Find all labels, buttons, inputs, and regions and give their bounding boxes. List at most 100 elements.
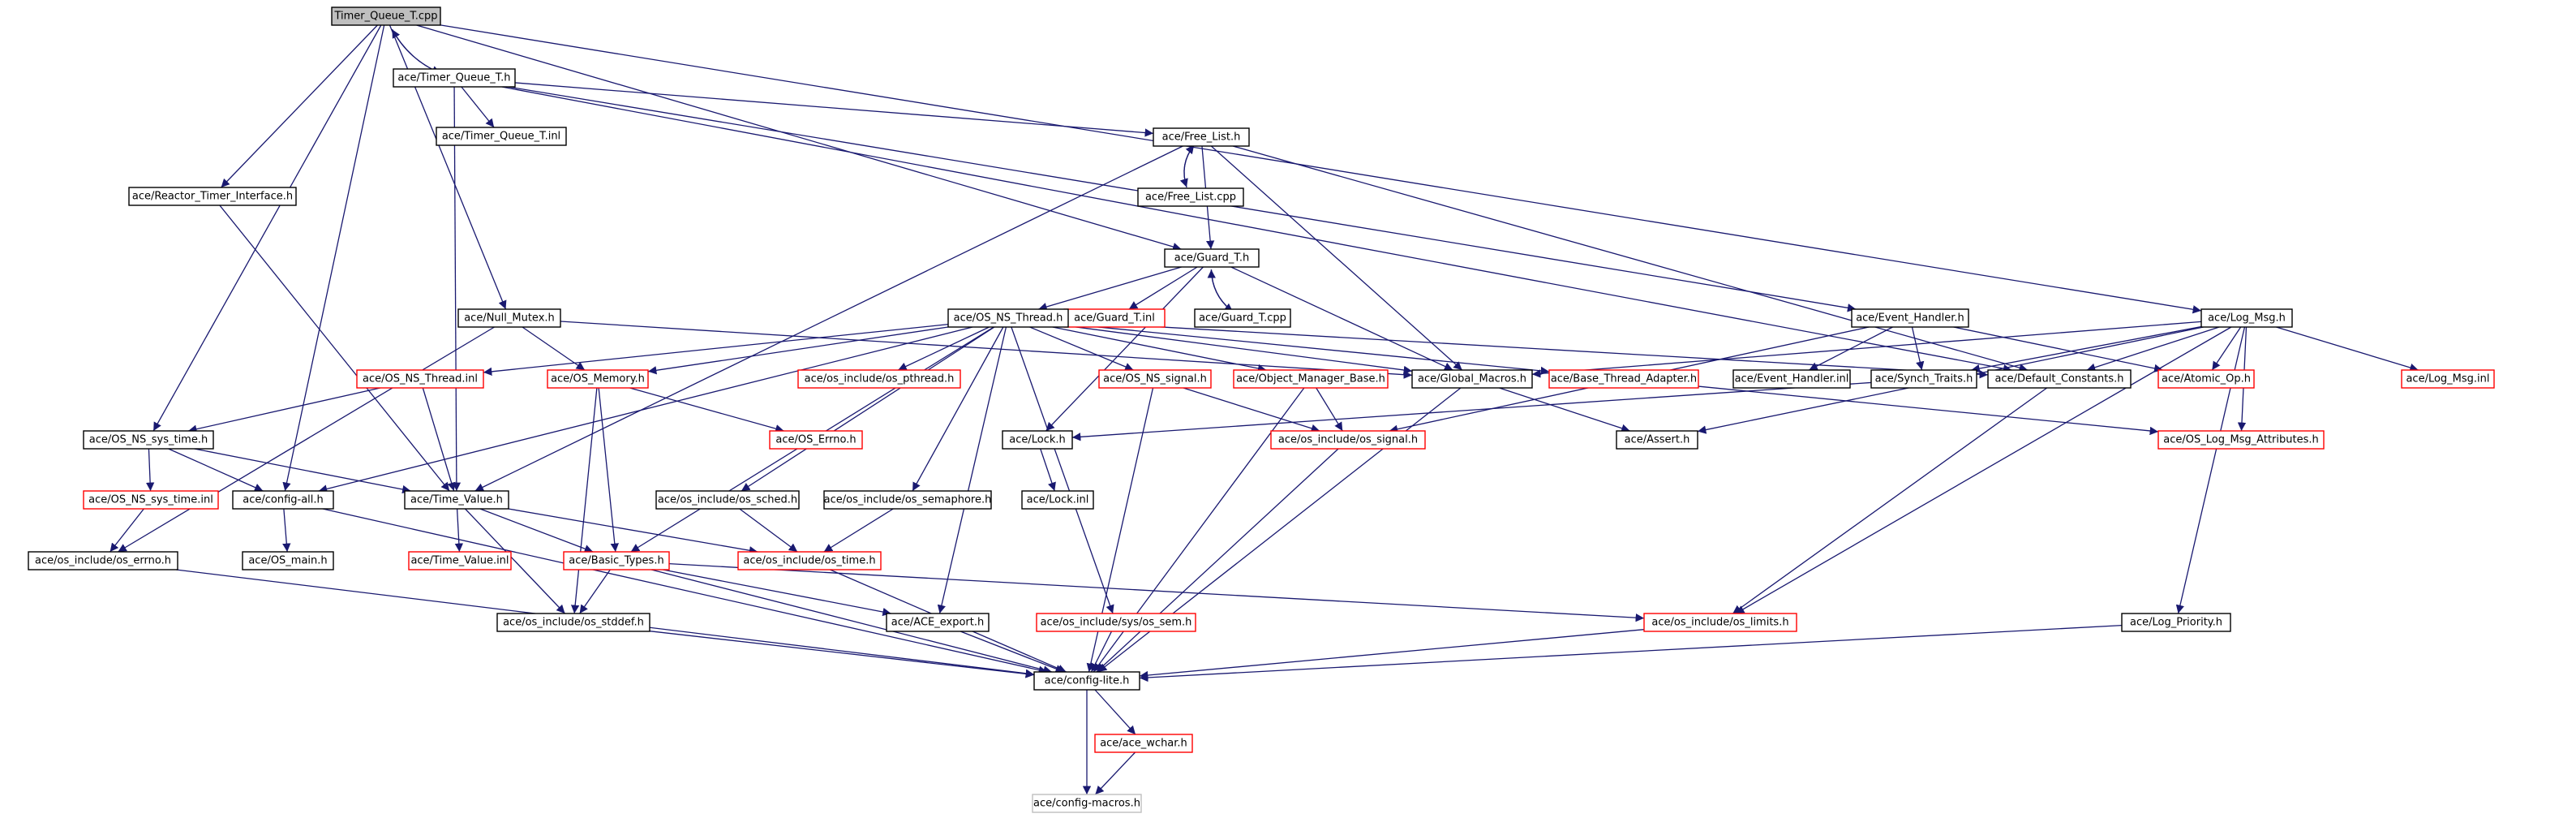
- node-osmain[interactable]: ace/OS_main.h: [242, 551, 334, 570]
- node-guardcpp[interactable]: ace/Guard_T.cpp: [1194, 308, 1291, 328]
- node-osnsthreadinl[interactable]: ace/OS_NS_Thread.inl: [356, 369, 484, 389]
- node-asserth[interactable]: ace/Assert.h: [1616, 430, 1698, 450]
- node-lockinl[interactable]: ace/Lock.inl: [1021, 490, 1094, 510]
- edge-root-to-tqh: [391, 28, 441, 74]
- edge-basictypes-to-oslimits: [668, 562, 1645, 622]
- node-globalmacros[interactable]: ace/Global_Macros.h: [1411, 369, 1533, 389]
- node-logmsg[interactable]: ace/Log_Msg.h: [2200, 308, 2293, 328]
- edge-osnssystime-to-configall: [168, 448, 264, 492]
- node-label: ace/Timer_Queue_T.inl: [442, 131, 560, 143]
- edge-logmsg-to-globalmacros: [1531, 321, 2202, 378]
- node-oserrnoh[interactable]: ace/os_include/os_errno.h: [28, 551, 178, 570]
- node-basictypes[interactable]: ace/Basic_Types.h: [563, 551, 670, 570]
- node-timevalue[interactable]: ace/Time_Value.h: [404, 490, 509, 510]
- node-ossignal[interactable]: ace/os_include/os_signal.h: [1270, 430, 1426, 450]
- node-label: ace/Event_Handler.h: [1856, 312, 1964, 325]
- edge-osnsthread-to-ossemaphore: [912, 326, 1004, 492]
- node-box: [737, 551, 882, 570]
- node-label: ace/Event_Handler.inl: [1735, 373, 1849, 385]
- edge-root-to-nullmutex: [389, 24, 507, 310]
- node-box: [1411, 369, 1533, 389]
- edge-guardh-to-guardcpp: [1210, 269, 1234, 312]
- node-lockh[interactable]: ace/Lock.h: [1002, 430, 1073, 450]
- edge-root-to-configall: [282, 24, 385, 492]
- node-aceexport[interactable]: ace/ACE_export.h: [886, 613, 990, 632]
- edge-bta-to-oslogmsgattr: [1698, 385, 2159, 436]
- node-label: ace/Time_Value.h: [410, 494, 503, 506]
- node-bta[interactable]: ace/Base_Thread_Adapter.h: [1548, 369, 1699, 389]
- node-syssem[interactable]: ace/os_include/sys/os_sem.h: [1036, 613, 1196, 632]
- node-osnsthread[interactable]: ace/OS_NS_Thread.h: [947, 308, 1069, 328]
- node-nullmutex[interactable]: ace/Null_Mutex.h: [457, 308, 561, 328]
- node-rti[interactable]: ace/Reactor_Timer_Interface.h: [128, 187, 297, 206]
- node-ossched[interactable]: ace/os_include/os_sched.h: [655, 490, 800, 510]
- node-oslimits[interactable]: ace/os_include/os_limits.h: [1643, 613, 1797, 632]
- node-guardinl[interactable]: ace/Guard_T.inl: [1063, 308, 1166, 328]
- node-box: [1732, 369, 1851, 389]
- node-box: [1987, 369, 2132, 389]
- node-flh[interactable]: ace/Free_List.h: [1153, 127, 1250, 147]
- node-box: [408, 551, 512, 570]
- node-acewchar[interactable]: ace/ace_wchar.h: [1094, 734, 1193, 753]
- node-label: ace/Assert.h: [1625, 434, 1690, 446]
- edge-nullmutex-to-globalmacros: [560, 321, 1413, 379]
- node-box: [1548, 369, 1699, 389]
- node-root[interactable]: Timer_Queue_T.cpp: [331, 6, 441, 26]
- node-evhinl[interactable]: ace/Event_Handler.inl: [1732, 369, 1851, 389]
- edge-defconst-to-oslimits: [1732, 387, 2048, 614]
- node-label: ace/OS_Errno.h: [775, 434, 856, 446]
- edge-tqh-to-timevalue: [452, 86, 462, 492]
- node-configlite[interactable]: ace/config-lite.h: [1033, 671, 1140, 691]
- node-label: ace/OS_main.h: [248, 555, 327, 567]
- node-synchtraits[interactable]: ace/Synch_Traits.h: [1870, 369, 1977, 389]
- edge-osnsthread-to-osnssignal: [1029, 326, 1134, 371]
- node-box: [331, 6, 441, 26]
- node-guardh[interactable]: ace/Guard_T.h: [1164, 248, 1260, 268]
- node-box: [28, 551, 178, 570]
- edge-logpriority-to-configlite: [1139, 624, 2123, 682]
- node-box: [1616, 430, 1698, 450]
- edge-osnsthread-to-pthread: [898, 326, 990, 371]
- node-box: [769, 430, 863, 450]
- node-logpriority[interactable]: ace/Log_Priority.h: [2121, 613, 2231, 632]
- node-flcpp[interactable]: ace/Free_List.cpp: [1137, 187, 1244, 207]
- node-defconst[interactable]: ace/Default_Constants.h: [1987, 369, 2132, 389]
- edge-flcpp-to-flh: [1183, 144, 1195, 187]
- node-box: [457, 308, 561, 328]
- node-logmsginl[interactable]: ace/Log_Msg.inl: [2401, 369, 2495, 389]
- edge-tqh-to-defconst: [501, 86, 2012, 373]
- edge-logmsg-to-defconst: [2086, 326, 2220, 372]
- node-label: ace/Timer_Queue_T.h: [397, 72, 510, 84]
- edge-nullmutex-to-osmemory: [522, 326, 586, 371]
- node-box: [1032, 794, 1142, 813]
- node-osmemory[interactable]: ace/OS_Memory.h: [547, 369, 649, 389]
- node-label: ace/os_include/os_errno.h: [35, 555, 171, 567]
- node-osnssignal[interactable]: ace/OS_NS_signal.h: [1098, 369, 1212, 389]
- node-box: [1094, 734, 1193, 753]
- node-omb[interactable]: ace/Object_Manager_Base.h: [1233, 369, 1389, 389]
- node-box: [356, 369, 484, 389]
- node-tqh[interactable]: ace/Timer_Queue_T.h: [393, 68, 516, 88]
- edge-tqh-to-root: [391, 28, 441, 74]
- node-ossemaphore[interactable]: ace/os_include/os_semaphore.h: [823, 490, 992, 510]
- node-oslogmsgattr[interactable]: ace/OS_Log_Msg_Attributes.h: [2157, 430, 2325, 450]
- node-evh[interactable]: ace/Event_Handler.h: [1851, 308, 1969, 328]
- node-osnssystimeinl[interactable]: ace/OS_NS_sys_time.inl: [83, 490, 219, 510]
- node-ostime[interactable]: ace/os_include/os_time.h: [737, 551, 882, 570]
- edge-osnssignal-to-ossignal: [1183, 387, 1320, 433]
- node-atomicop[interactable]: ace/Atomic_Op.h: [2157, 369, 2255, 389]
- node-oserrno[interactable]: ace/OS_Errno.h: [769, 430, 863, 450]
- node-configall[interactable]: ace/config-all.h: [232, 490, 334, 510]
- node-pthread[interactable]: ace/os_include/os_pthread.h: [797, 369, 961, 389]
- node-osnssystime[interactable]: ace/OS_NS_sys_time.h: [83, 430, 214, 450]
- node-tqinl[interactable]: ace/Timer_Queue_T.inl: [436, 127, 567, 146]
- node-label: ace/OS_Memory.h: [551, 373, 645, 385]
- edge-root-to-rti: [221, 24, 378, 188]
- node-box: [797, 369, 961, 389]
- node-osstddef[interactable]: ace/os_include/os_stddef.h: [496, 613, 650, 632]
- node-box: [886, 613, 990, 632]
- node-label: ace/config-all.h: [243, 494, 324, 506]
- node-box: [404, 490, 509, 510]
- node-timevalueinl[interactable]: ace/Time_Value.inl: [408, 551, 512, 570]
- edge-layer: [109, 24, 2419, 795]
